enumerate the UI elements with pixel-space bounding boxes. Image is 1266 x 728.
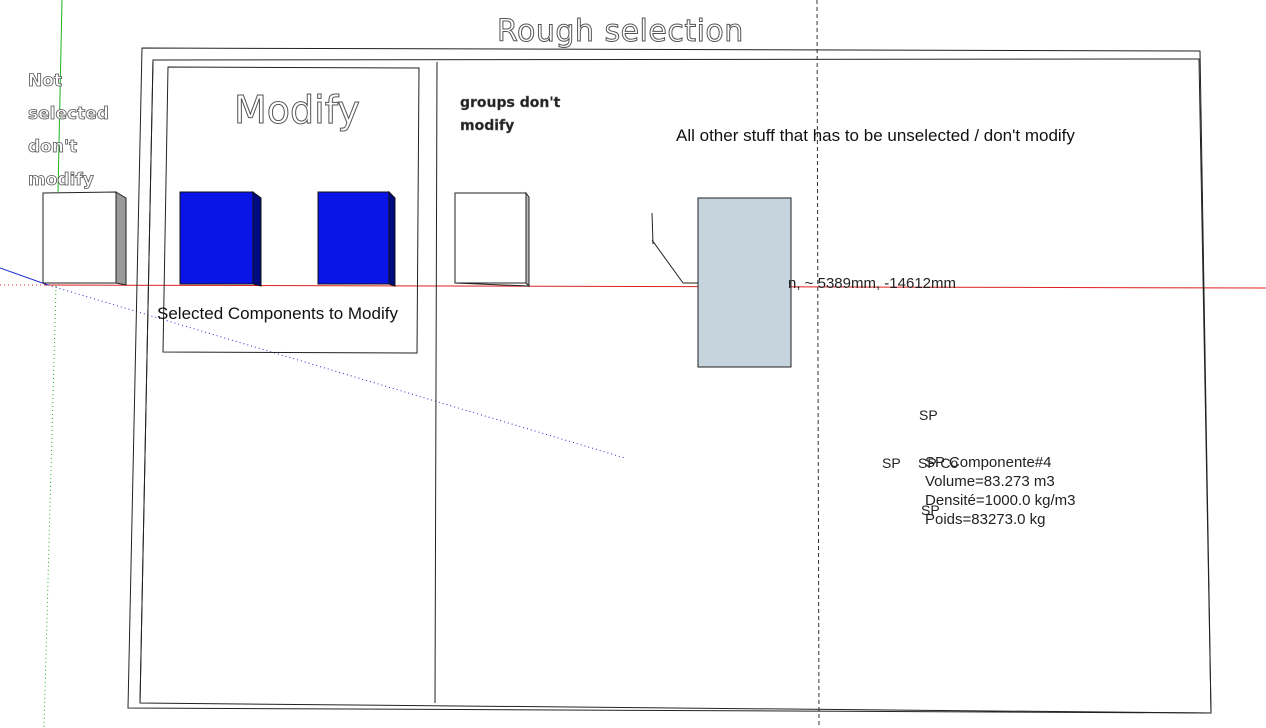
divider-left [434, 61, 438, 704]
scene-title: Rough selection [497, 14, 744, 50]
density-label: Densité=1000.0 kg/m3 [925, 492, 1076, 509]
selected-components-label: Selected Components to Modify [157, 304, 398, 323]
volume-label: Volume=83.273 m3 [925, 473, 1055, 490]
component-name-label: SP Componente#4 [925, 454, 1052, 471]
weight-label: Poids=83273.0 kg [925, 511, 1046, 528]
other-stuff-label: All other stuff that has to be unselecte… [676, 126, 1075, 145]
red-axis [44, 284, 1266, 289]
highlight-box[interactable] [697, 197, 792, 368]
guide-vertical-dashed [816, 0, 820, 728]
rough-selection-frame[interactable] [127, 47, 1212, 714]
selected-component-1[interactable] [179, 191, 262, 287]
modify-frame[interactable] [162, 66, 420, 354]
blue-axis-dotted [47, 284, 626, 459]
modify-heading: Modify [234, 88, 361, 133]
not-selected-label: Not selected don't modify [28, 71, 110, 191]
sp-label-bottom: SP [921, 502, 940, 518]
group-box[interactable] [454, 191, 530, 288]
cursor-coordinates: n, ~ 5389mm, -14612mm [788, 275, 956, 292]
sp-label-top: SP [919, 407, 938, 423]
blue-axis [0, 267, 49, 286]
divider-inner-left [139, 59, 154, 704]
not-selected-box[interactable] [42, 191, 127, 286]
green-axis [57, 0, 63, 193]
sp-label-overlap: SP Co [918, 455, 959, 471]
selected-component-2[interactable] [317, 190, 396, 287]
leader-line [651, 212, 698, 284]
sp-label-left: SP [882, 455, 901, 471]
green-axis-dotted [43, 285, 57, 728]
groups-label: groups don't modify [460, 95, 561, 134]
